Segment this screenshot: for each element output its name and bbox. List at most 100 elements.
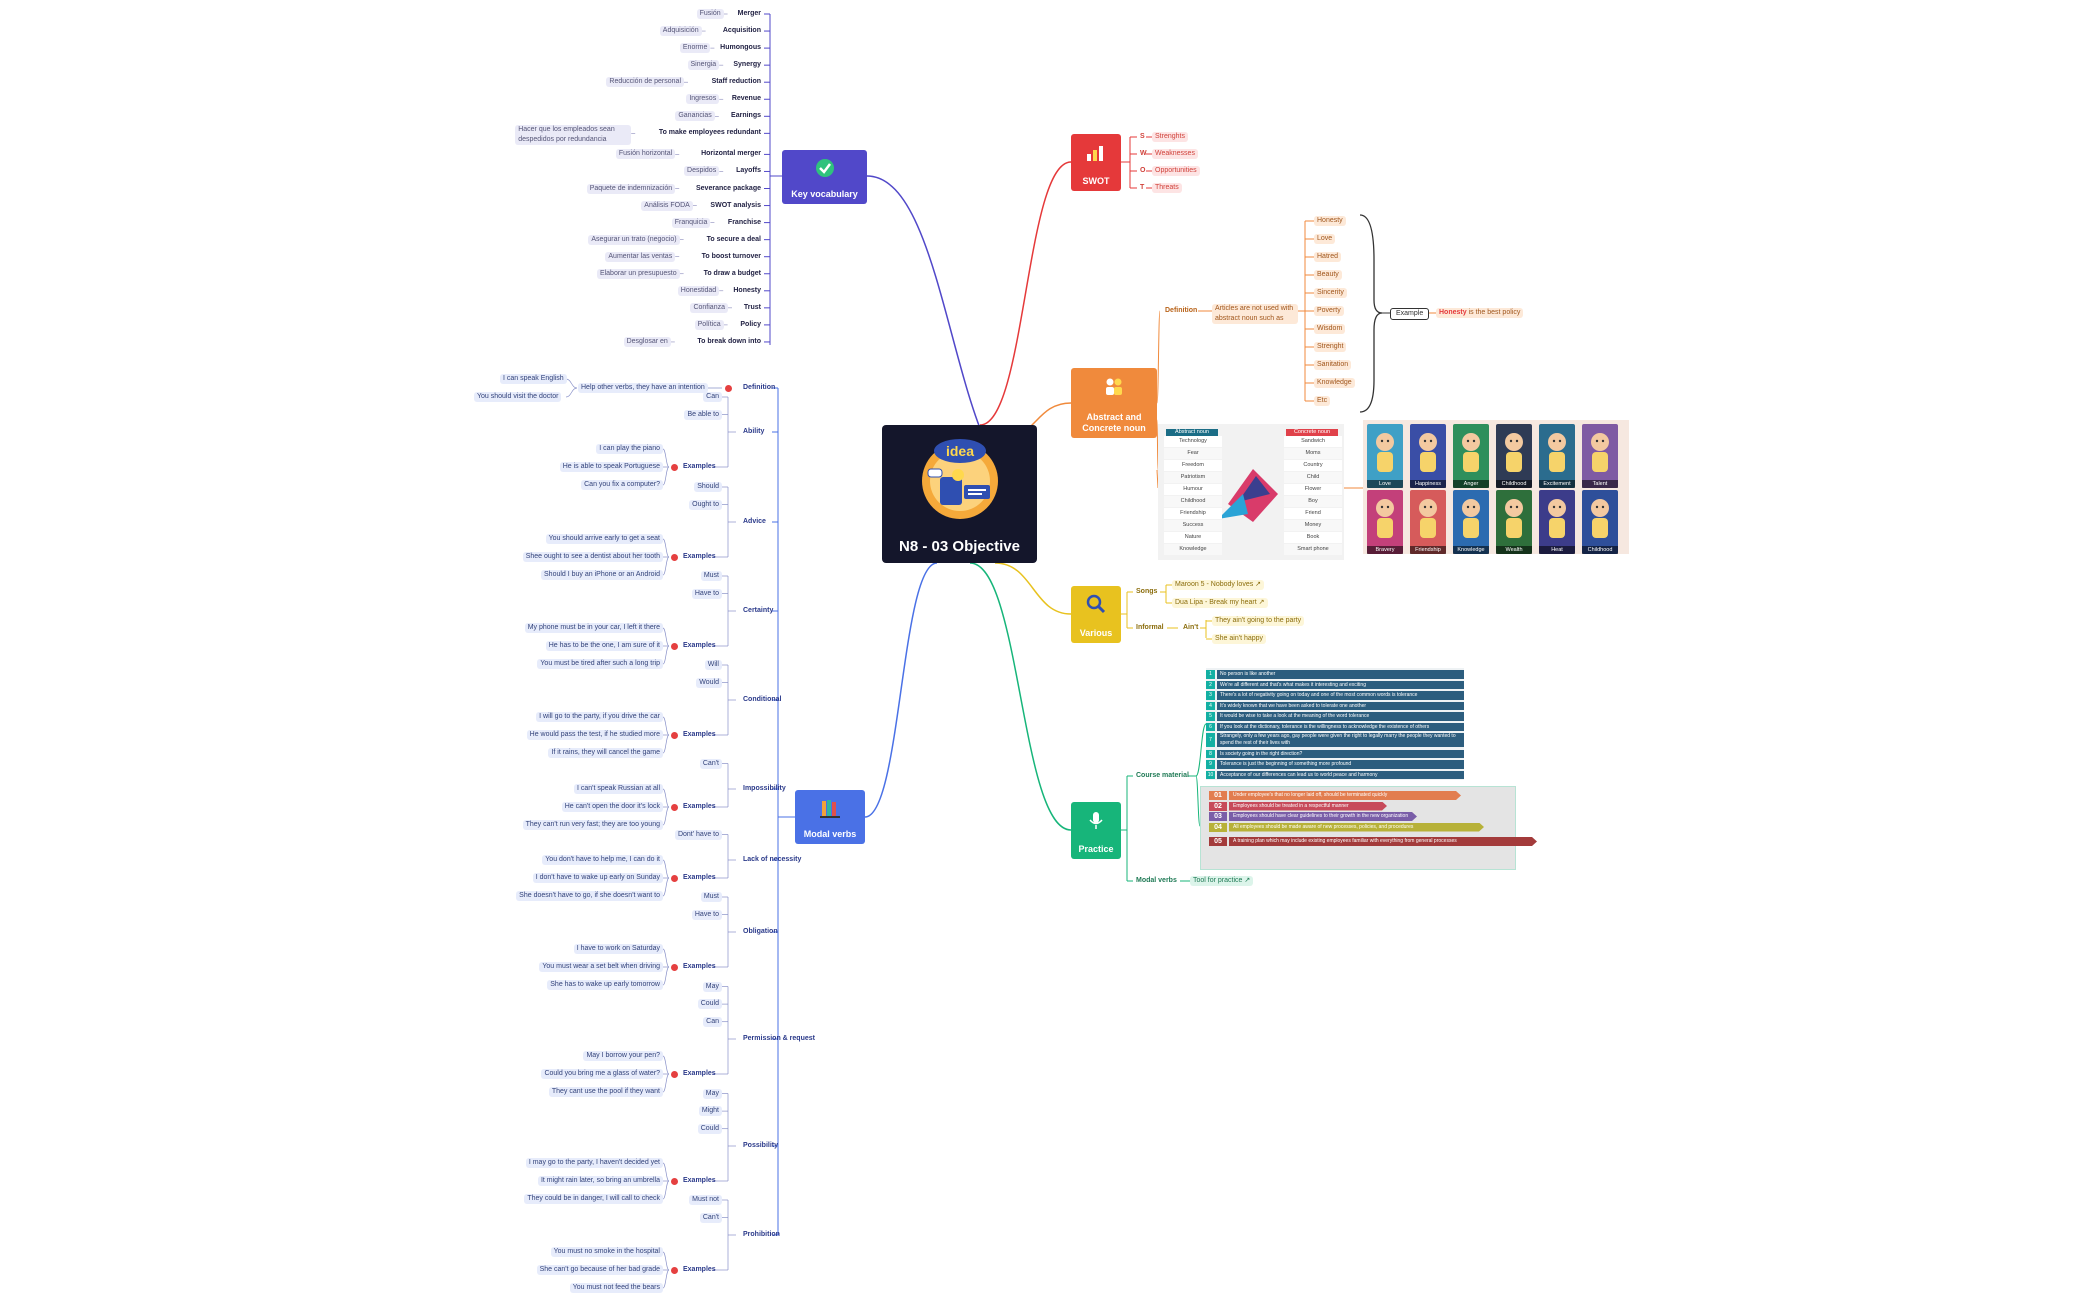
minus-badge-icon[interactable] xyxy=(670,553,678,561)
vocab-translation[interactable]: Fusión horizontal xyxy=(615,149,676,160)
vocab-translation[interactable]: Asegurar un trato (negocio) xyxy=(588,234,680,245)
aint-example[interactable]: They ain't going to the party xyxy=(1212,616,1305,626)
modal-example[interactable]: May I borrow your pen? xyxy=(583,1051,663,1061)
abstract-word[interactable]: Honesty xyxy=(1314,216,1346,226)
modal-verb[interactable]: Must not xyxy=(689,1195,722,1205)
modal-category[interactable]: Possibility xyxy=(743,1142,779,1149)
vocab-term[interactable]: Trust xyxy=(743,303,761,311)
vocab-term[interactable]: Synergy xyxy=(733,61,761,69)
vocab-term[interactable]: Humongous xyxy=(720,44,761,52)
modal-example[interactable]: If it rains, they will cancel the game xyxy=(548,748,663,758)
examples-label[interactable]: Examples xyxy=(683,963,716,970)
vocab-translation[interactable]: Confianza xyxy=(690,302,728,313)
modal-verb[interactable]: Have to xyxy=(691,909,722,920)
modal-example[interactable]: You don't have to help me, I can do it xyxy=(542,855,663,865)
examples-label[interactable]: Examples xyxy=(683,1266,716,1273)
examples-label[interactable]: Examples xyxy=(683,803,716,810)
vocab-term[interactable]: SWOT analysis xyxy=(710,201,761,209)
aint-example[interactable]: She ain't happy xyxy=(1212,634,1267,644)
vocab-term[interactable]: Acquisition xyxy=(722,27,761,35)
examples-label[interactable]: Examples xyxy=(683,463,716,470)
vocab-term[interactable]: Staff reduction xyxy=(711,78,761,86)
modal-verb[interactable]: Must xyxy=(700,571,722,581)
minus-badge-icon[interactable] xyxy=(670,1070,678,1078)
modal-category[interactable]: Lack of necessity xyxy=(743,856,802,863)
vocab-translation[interactable]: Análisis FODA xyxy=(641,200,693,211)
vocab-translation[interactable]: Enorme xyxy=(679,43,711,54)
vocab-translation[interactable]: Fusión xyxy=(696,9,724,19)
vocab-term[interactable]: To make employees redundant xyxy=(658,129,761,137)
modal-verb[interactable]: Would xyxy=(696,677,722,688)
vocab-translation[interactable]: Reducción de personal xyxy=(606,77,684,88)
minus-badge-icon[interactable] xyxy=(670,963,678,971)
vocab-translation[interactable]: Honestidad xyxy=(677,285,720,296)
abstract-word[interactable]: Strenght xyxy=(1314,342,1347,352)
modal-example[interactable]: You must not feed the bears xyxy=(569,1283,663,1293)
vocab-translation[interactable]: Franquicia xyxy=(671,217,711,228)
modal-category[interactable]: Prohibition xyxy=(743,1231,780,1238)
swot-letter[interactable]: T xyxy=(1140,184,1145,191)
vocab-translation[interactable]: Paquete de indemnización xyxy=(586,183,676,194)
tool-link[interactable]: Tool for practice ↗ xyxy=(1190,876,1254,886)
modal-example[interactable]: He has to be the one, I am sure of it xyxy=(545,641,663,651)
modal-example[interactable]: He is able to speak Portuguese xyxy=(559,462,663,472)
examples-label[interactable]: Examples xyxy=(683,1070,716,1077)
modal-definition[interactable]: Help other verbs, they have an intention xyxy=(578,383,708,393)
modal-category[interactable]: Impossibility xyxy=(743,785,786,792)
modal-category[interactable]: Permission & request xyxy=(743,1035,815,1042)
modal-example[interactable]: I can speak English xyxy=(500,374,567,384)
vocab-translation[interactable]: Ingresos xyxy=(686,94,720,105)
song-link[interactable]: Maroon 5 - Nobody loves ↗ xyxy=(1172,580,1265,590)
swot-word[interactable]: Threats xyxy=(1152,183,1182,193)
branch-modal-verbs[interactable]: Modal verbs xyxy=(795,790,865,844)
swot-letter[interactable]: S xyxy=(1140,133,1145,140)
vocab-term[interactable]: To break down into xyxy=(697,337,761,345)
vocab-translation[interactable]: Desglosar en xyxy=(623,336,671,347)
modal-verb[interactable]: Will xyxy=(704,660,722,670)
modal-example[interactable]: I will go to the party, if you drive the… xyxy=(536,712,663,722)
modal-verb[interactable]: May xyxy=(702,981,722,992)
abstract-word[interactable]: Knowledge xyxy=(1314,378,1355,388)
minus-badge-icon[interactable] xyxy=(724,384,732,392)
vocab-translation[interactable]: Hacer que los empleados sean despedidos … xyxy=(515,125,632,146)
abstract-word[interactable]: Wisdom xyxy=(1314,324,1346,334)
minus-badge-icon[interactable] xyxy=(670,803,678,811)
song-link[interactable]: Dua Lipa - Break my heart ↗ xyxy=(1172,598,1268,608)
vocab-term[interactable]: Policy xyxy=(740,320,761,328)
swot-letter[interactable]: W xyxy=(1140,150,1147,157)
vocab-translation[interactable]: Sinergia xyxy=(687,60,720,71)
definition-text[interactable]: Articles are not used with abstract noun… xyxy=(1212,304,1298,324)
swot-word[interactable]: Weaknesses xyxy=(1152,149,1198,159)
modal-example[interactable]: She has to wake up early tomorrow xyxy=(547,980,663,990)
modal-verb[interactable]: Can xyxy=(703,392,722,402)
modal-example[interactable]: They cant use the pool if they want xyxy=(548,1087,663,1097)
modal-verb[interactable]: Might xyxy=(698,1106,722,1117)
modal-category[interactable]: Conditional xyxy=(743,696,782,703)
vocab-term[interactable]: To draw a budget xyxy=(703,269,761,277)
modal-verb[interactable]: May xyxy=(702,1088,722,1099)
modal-example[interactable]: He would pass the test, if he studied mo… xyxy=(526,730,663,740)
modal-verb[interactable]: Can't xyxy=(699,758,722,769)
modal-verb[interactable]: Could xyxy=(697,1123,722,1134)
modal-example[interactable]: I can play the piano xyxy=(596,444,663,454)
aint-label[interactable]: Ain't xyxy=(1183,624,1199,631)
central-topic[interactable]: idea N8 - 03 Objective xyxy=(882,425,1037,563)
modal-example[interactable]: Shee ought to see a dentist about her to… xyxy=(522,552,663,562)
vocab-term[interactable]: Franchise xyxy=(727,218,761,226)
minus-badge-icon[interactable] xyxy=(670,731,678,739)
examples-label[interactable]: Examples xyxy=(683,1177,716,1184)
modal-verb[interactable]: Could xyxy=(697,999,722,1010)
minus-badge-icon[interactable] xyxy=(670,642,678,650)
abstract-word[interactable]: Etc xyxy=(1314,396,1331,406)
modal-verb[interactable]: Dont' have to xyxy=(674,829,722,840)
examples-label[interactable]: Examples xyxy=(683,874,716,881)
modal-example[interactable]: Should I buy an iPhone or an Android xyxy=(541,570,663,580)
modal-category[interactable]: Ability xyxy=(743,428,765,435)
branch-practice[interactable]: Practice xyxy=(1071,802,1121,859)
modal-verb[interactable]: Can't xyxy=(699,1212,722,1223)
vocab-term[interactable]: Severance package xyxy=(696,184,761,192)
abstract-word[interactable]: Love xyxy=(1314,234,1336,244)
modal-example[interactable]: You should arrive early to get a seat xyxy=(545,534,663,544)
modal-example[interactable]: She doesn't have to go, if she doesn't w… xyxy=(516,891,663,901)
modal-category[interactable]: Advice xyxy=(743,518,766,525)
